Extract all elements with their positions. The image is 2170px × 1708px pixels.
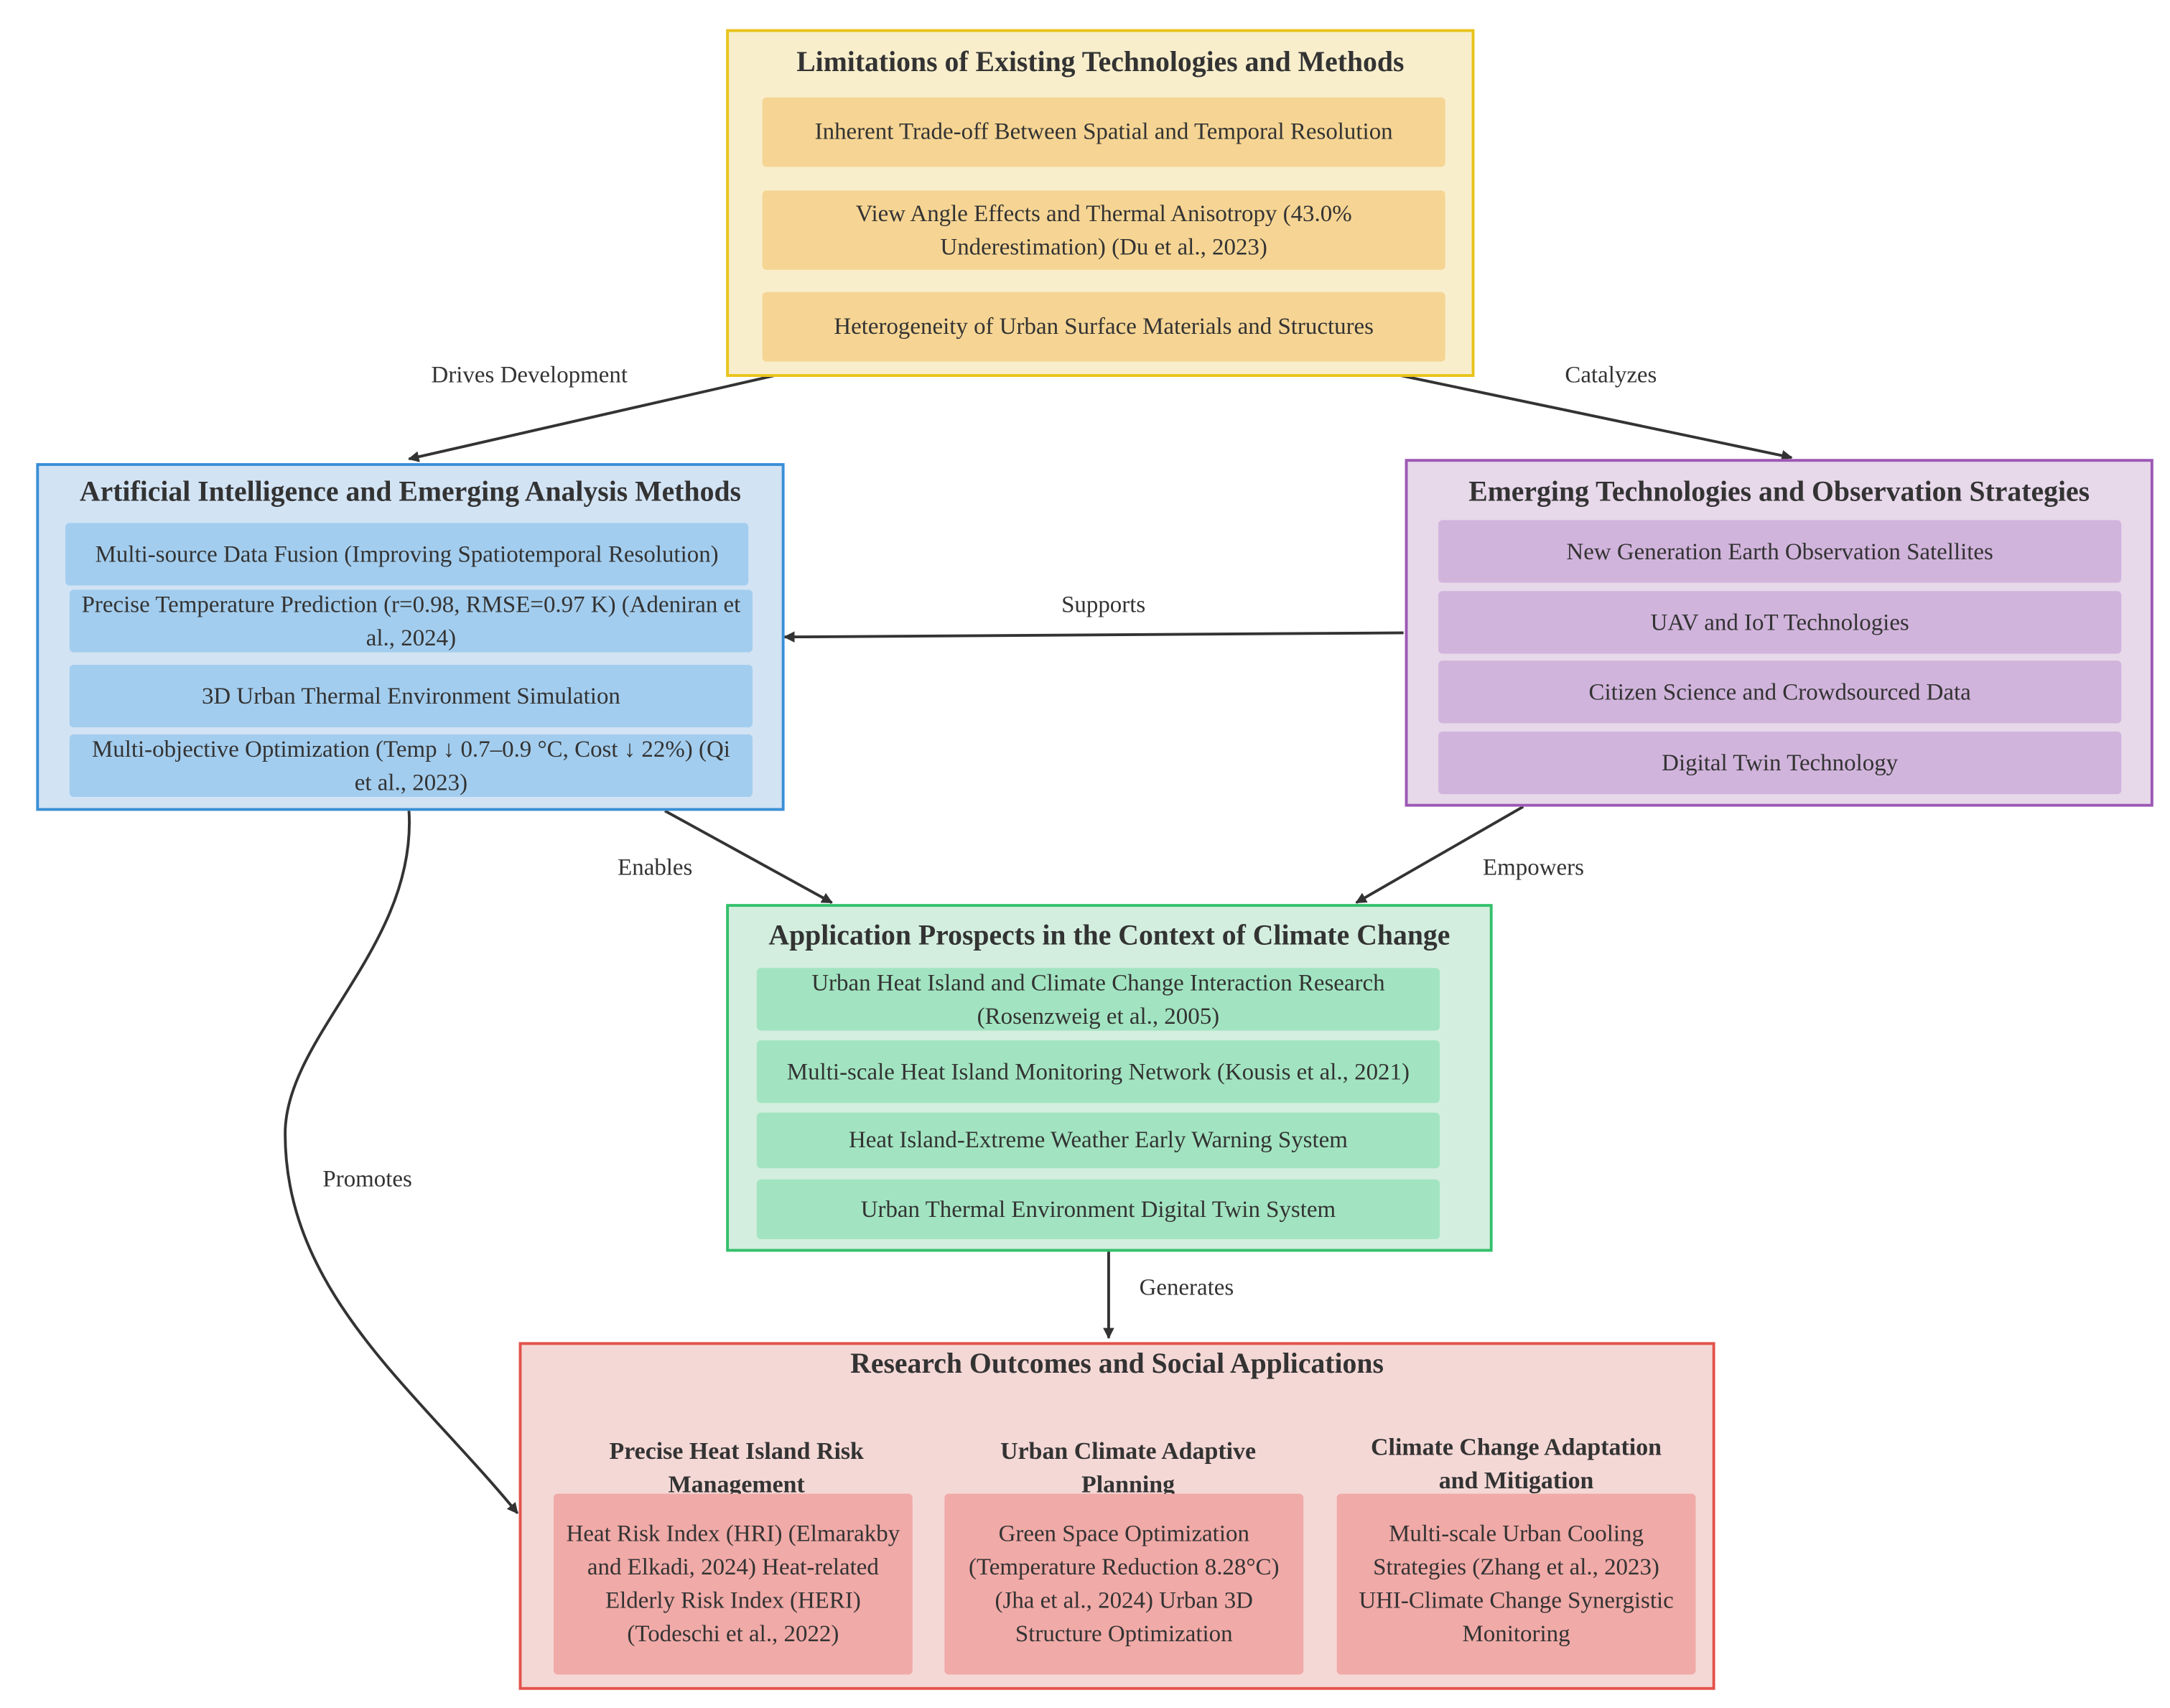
edge-catalyzes (1400, 374, 1793, 462)
outcomes-subgroup-title: Urban Climate Adaptive Planning (1000, 1437, 1257, 1498)
edge-label-drives-development: Drives Development (431, 361, 628, 388)
emerging-tech-item: Citizen Science and Crowdsourced Data (1438, 661, 2122, 724)
emerging-tech-item: Digital Twin Technology (1438, 731, 2122, 795)
ai-methods-item: 3D Urban Thermal Environment Simulation (69, 664, 753, 728)
edge-label-catalyzes: Catalyzes (1565, 361, 1657, 388)
ai-methods-item: Precise Temperature Prediction (r=0.98, … (69, 589, 753, 653)
outcomes-subgroup-title: Climate Change Adaptation and Mitigation (1371, 1432, 1662, 1494)
edge-label-enables: Enables (618, 854, 693, 881)
ai-methods-item: Multi-source Data Fusion (Improving Spat… (65, 523, 749, 586)
edge-label-generates: Generates (1139, 1274, 1234, 1301)
applications-group: Application Prospects in the Context of … (726, 904, 1493, 1252)
edge-label-empowers: Empowers (1483, 854, 1584, 881)
outcomes-subgroup-content: Multi-scale Urban Cooling Strategies (Zh… (1336, 1493, 1696, 1675)
applications-item: Urban Heat Island and Climate Change Int… (756, 968, 1440, 1031)
edge-promotes (284, 811, 519, 1514)
applications-item: Heat Island-Extreme Weather Early Warnin… (756, 1112, 1440, 1169)
limitations-item: Inherent Trade-off Between Spatial and T… (762, 97, 1445, 167)
outcomes-subgroup-title: Precise Heat Island Risk Management (609, 1437, 864, 1498)
outcomes-title: Research Outcomes and Social Application… (850, 1349, 1384, 1380)
edge-enables (664, 809, 833, 904)
outcomes-subgroup-content: Heat Risk Index (HRI) (Elmarakby and Elk… (554, 1493, 913, 1675)
edge-label-promotes: Promotes (322, 1165, 412, 1193)
edge-drives-development (408, 374, 776, 462)
edge-label-supports: Supports (1061, 591, 1146, 618)
emerging-tech-title: Emerging Technologies and Observation St… (1468, 477, 2090, 508)
ai-methods-item: Multi-objective Optimization (Temp ↓ 0.7… (69, 734, 753, 798)
emerging-tech-item: UAV and IoT Technologies (1438, 591, 2122, 654)
limitations-title: Limitations of Existing Technologies and… (796, 47, 1405, 78)
emerging-tech-group: Emerging Technologies and Observation St… (1405, 459, 2153, 807)
applications-item: Multi-scale Heat Island Monitoring Netwo… (756, 1040, 1440, 1103)
limitations-item: View Angle Effects and Thermal Anisotrop… (762, 190, 1445, 270)
outcomes-subgroup-content: Green Space Optimization (Temperature Re… (944, 1493, 1304, 1675)
ai-methods-title: Artificial Intelligence and Emerging Ana… (79, 477, 742, 508)
limitations-item: Heterogeneity of Urban Surface Materials… (762, 291, 1445, 362)
edge-supports (783, 631, 1404, 643)
limitations-group: Limitations of Existing Technologies and… (726, 29, 1475, 377)
emerging-tech-item: New Generation Earth Observation Satelli… (1438, 520, 2122, 583)
ai-methods-group: Artificial Intelligence and Emerging Ana… (36, 463, 785, 811)
edge-empowers (1355, 805, 1524, 904)
applications-item: Urban Thermal Environment Digital Twin S… (756, 1179, 1440, 1240)
outcomes-group: Research Outcomes and Social Application… (518, 1342, 1715, 1690)
applications-title: Application Prospects in the Context of … (768, 920, 1450, 952)
